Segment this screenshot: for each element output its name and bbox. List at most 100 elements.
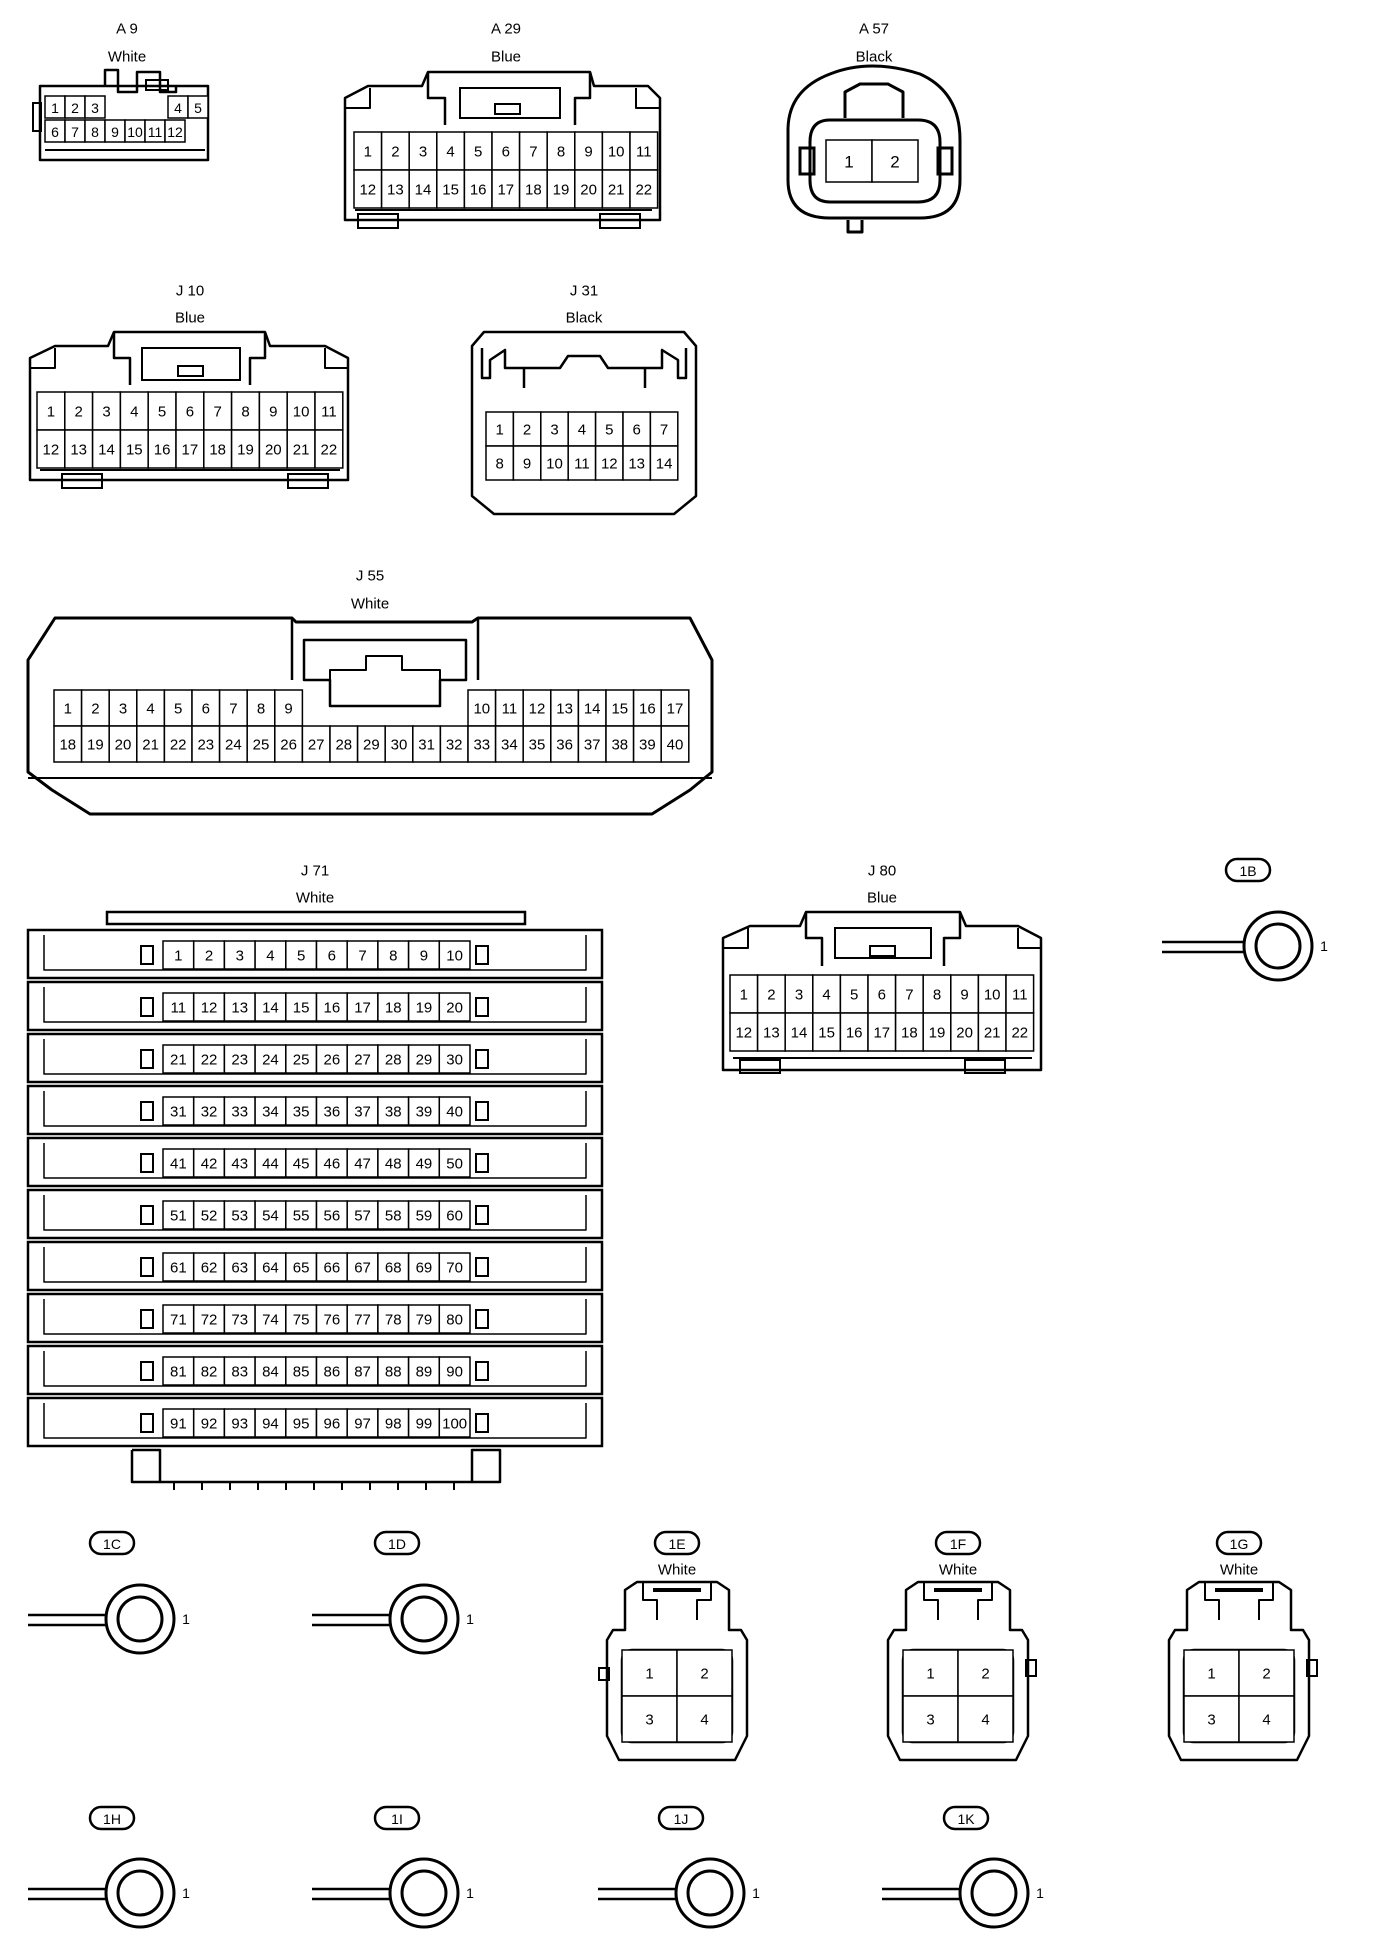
pin-number: 50 (446, 1156, 463, 1173)
housing-outline (105, 910, 527, 926)
pin-number: 5 (194, 100, 202, 116)
connector-tag-badge (934, 1530, 982, 1556)
pin-number: 11 (171, 1000, 187, 1017)
pin-number: 75 (293, 1312, 310, 1329)
pin-cell (407, 1356, 441, 1386)
pin-number: 23 (197, 737, 214, 754)
pin-cell (546, 169, 576, 209)
pin-cell (676, 1695, 733, 1743)
pin-cell (223, 1252, 256, 1282)
connector-color: White (296, 890, 334, 907)
pin-cell (377, 940, 410, 970)
pin-number: 7 (229, 701, 237, 718)
housing-outline (32, 102, 42, 132)
pin-number: 19 (237, 442, 254, 459)
pin-number: 2 (523, 422, 531, 439)
pin-number: 7 (905, 987, 913, 1004)
pin-number: 12 (201, 1000, 218, 1017)
pin-number: 82 (201, 1364, 218, 1381)
pin-number: 81 (170, 1364, 187, 1381)
pin-cell (438, 1408, 471, 1438)
housing-outline (475, 1361, 489, 1381)
pin-cell (660, 725, 690, 763)
pin-number: 29 (363, 737, 380, 754)
housing-outline (475, 1101, 489, 1121)
pin-number: 21 (984, 1025, 1001, 1042)
pin-cell (84, 95, 106, 119)
pin-cell (407, 1252, 441, 1282)
pin-number: 16 (846, 1025, 863, 1042)
pin-number: 4 (146, 701, 154, 718)
connector-tag-badge (653, 1530, 701, 1556)
pin-number: 17 (354, 1000, 371, 1017)
pin-number: 24 (225, 737, 242, 754)
pin-cell (567, 445, 597, 481)
pin-cell (346, 1304, 379, 1334)
pin-number: 22 (635, 182, 652, 199)
connector-label: 1H (103, 1811, 121, 1827)
pin-cell (438, 1096, 471, 1126)
pin-number: 2 (91, 701, 99, 718)
pin-number: 8 (933, 987, 941, 1004)
pin-cell (329, 725, 359, 763)
pin-number: 28 (335, 737, 352, 754)
pin-cell (436, 169, 466, 209)
housing-outline (886, 1580, 1030, 1762)
pin-cell (162, 1200, 195, 1230)
pin-number: 33 (473, 737, 490, 754)
pin-cell (377, 1252, 410, 1282)
housing-outline (494, 103, 521, 115)
pin-number: 97 (354, 1416, 371, 1433)
pin-cell (314, 429, 344, 469)
housing-outline (475, 1205, 489, 1225)
pin-number: 54 (262, 1208, 279, 1225)
pin-number: 22 (321, 442, 338, 459)
pin-cell (756, 974, 786, 1014)
pin-number: 9 (584, 144, 592, 161)
pin-cell (285, 1096, 318, 1126)
pin-number: 21 (293, 442, 310, 459)
pin-cell (1005, 1012, 1035, 1052)
pin-number: 98 (385, 1416, 402, 1433)
pin-cell (522, 725, 552, 763)
connector-label: 1B (1239, 863, 1256, 879)
pin-number: 4 (1262, 1712, 1270, 1729)
pin-number: 5 (850, 987, 858, 1004)
pin-number: 20 (580, 182, 597, 199)
connector-label: J 80 (868, 863, 896, 880)
pin-number: 1 (51, 100, 59, 116)
connector-a29: A 29Blue11221331441551661771881992010211… (343, 21, 662, 229)
housing-outline (480, 348, 688, 388)
pin-number: 8 (389, 948, 397, 965)
pin-cell (353, 169, 383, 209)
pin-number: 11 (502, 701, 518, 718)
pin-number: 11 (321, 404, 337, 421)
pin-number: 18 (385, 1000, 402, 1017)
housing-outline (140, 1361, 154, 1381)
connector-1d: 1D1 (312, 1530, 474, 1655)
pin-number: 27 (308, 737, 325, 754)
pin-number: 9 (960, 987, 968, 1004)
pin-number: 19 (416, 1000, 433, 1017)
pin-number: 43 (231, 1156, 248, 1173)
pin-cell (119, 391, 149, 431)
pin-cell (315, 1096, 348, 1126)
housing-outline (475, 1257, 489, 1277)
pin-number: 12 (167, 124, 183, 140)
housing-outline (130, 1448, 502, 1484)
pin-number: 78 (385, 1312, 402, 1329)
pin-number: 12 (359, 182, 376, 199)
pin-number: 2 (981, 1666, 989, 1683)
housing-outline (1204, 1582, 1274, 1620)
connector-tag-badge (1215, 1530, 1263, 1556)
pin-number: 18 (59, 737, 76, 754)
connector-label: 1D (388, 1536, 406, 1552)
housing-outline (290, 618, 480, 680)
pin-number: 37 (584, 737, 601, 754)
pin-cell (175, 391, 205, 431)
pin-number: 68 (385, 1260, 402, 1277)
pin-cell (467, 725, 497, 763)
pin-cell (407, 1304, 441, 1334)
pin-cell (315, 992, 348, 1022)
pin-number: 3 (91, 100, 99, 116)
